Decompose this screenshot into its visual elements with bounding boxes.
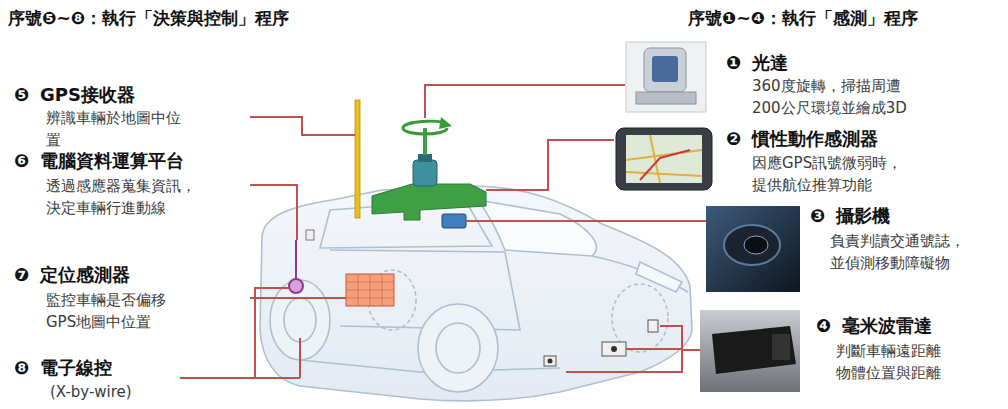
leader-line <box>466 220 706 222</box>
component-description: 判斷車輛遠距離 物體位置與距離 <box>836 341 944 385</box>
component-name: 慣性動作感測器 <box>752 126 878 152</box>
lidar-photo-window <box>652 56 678 82</box>
roof-rack <box>372 184 486 220</box>
callout-number: ❺ <box>14 82 29 108</box>
component-description: 監控車輛是否偏移 GPS地圖中位置 <box>46 290 169 334</box>
wheel-sensor-wire <box>295 240 297 282</box>
photo-frame <box>700 310 800 392</box>
side-sensor <box>306 230 314 240</box>
lidar-stalk <box>423 128 427 155</box>
callout-number: ❻ <box>14 148 29 174</box>
radar-unit <box>648 320 658 332</box>
radar-unit <box>544 356 556 366</box>
lidar-photo-base <box>636 92 696 104</box>
callout-number: ❷ <box>726 126 741 152</box>
callout-number: ❶ <box>726 50 741 76</box>
component-name: 定位感測器 <box>40 262 130 288</box>
camera-lens <box>724 225 780 265</box>
lidar-photo-body <box>644 48 686 92</box>
car-hood-line <box>592 256 688 292</box>
gps-device-photo <box>616 128 712 190</box>
section-heading: 序號❶~❹：執行「感測」程序 <box>688 6 918 31</box>
car-door-line <box>330 250 520 330</box>
component-description: 辨識車輛於地圖中位 置 <box>46 108 184 152</box>
leader-lines <box>180 85 706 378</box>
component-description: (X-by-wire) <box>50 382 132 404</box>
radar-unit <box>611 346 617 352</box>
component-description: 透過感應器蒐集資訊， 決定車輛行進動線 <box>46 176 199 220</box>
component-name: 光達 <box>752 50 788 76</box>
wheel-sensor <box>289 279 303 293</box>
radar-unit <box>548 359 553 364</box>
photo-frame <box>706 206 800 292</box>
leader-line <box>180 288 300 378</box>
car-wheel <box>284 298 316 342</box>
lidar-unit <box>418 154 432 162</box>
gps-antenna <box>355 100 360 218</box>
callout-number: ❸ <box>810 203 825 229</box>
device-map-route <box>640 150 690 180</box>
car-sketch <box>260 186 692 401</box>
car-wheel <box>436 323 480 373</box>
leader-line <box>566 326 700 372</box>
callout-number: ❹ <box>816 313 831 339</box>
car-headlight <box>636 262 682 292</box>
component-name: 攝影機 <box>836 203 890 229</box>
computer-unit-grid <box>346 274 394 306</box>
leader-line <box>425 85 625 118</box>
callout-number: ❼ <box>14 262 29 288</box>
leader-line <box>250 297 346 299</box>
computer-unit <box>346 274 394 306</box>
leader-line <box>250 185 297 240</box>
photo-frame <box>626 42 706 112</box>
lidar-photo <box>626 42 706 112</box>
radar-device <box>712 326 796 374</box>
component-name: GPS接收器 <box>40 82 135 108</box>
car-body <box>260 186 692 401</box>
component-description: 因應GPS訊號微弱時， 提供航位推算功能 <box>752 153 906 197</box>
component-name: 電子線控 <box>40 355 112 381</box>
component-name: 電腦資料運算平台 <box>40 148 184 174</box>
radar-unit <box>602 342 626 356</box>
camera-photo <box>706 206 800 292</box>
component-description: 負責判讀交通號誌， 並偵測移動障礙物 <box>830 231 968 275</box>
rotation-arrowhead <box>439 117 452 129</box>
camera-lens <box>744 236 768 254</box>
component-name: 毫米波雷達 <box>842 313 932 339</box>
callout-number: ❽ <box>14 355 29 381</box>
component-description: 360度旋轉，掃描周遭 200公尺環境並繪成3D <box>752 76 910 120</box>
leader-line <box>250 117 355 135</box>
leader-line <box>486 140 614 190</box>
section-heading: 序號❺~❽：執行「決策與控制」程序 <box>8 6 289 31</box>
device-screen <box>626 135 702 183</box>
camera-unit <box>442 214 466 228</box>
device-body <box>616 128 712 190</box>
device-map-roads <box>626 135 702 183</box>
lidar-unit <box>413 160 437 186</box>
car-wheel <box>418 304 498 392</box>
radar-device-face <box>772 334 790 360</box>
radar-photo <box>700 310 800 392</box>
car-windshield <box>478 200 596 256</box>
